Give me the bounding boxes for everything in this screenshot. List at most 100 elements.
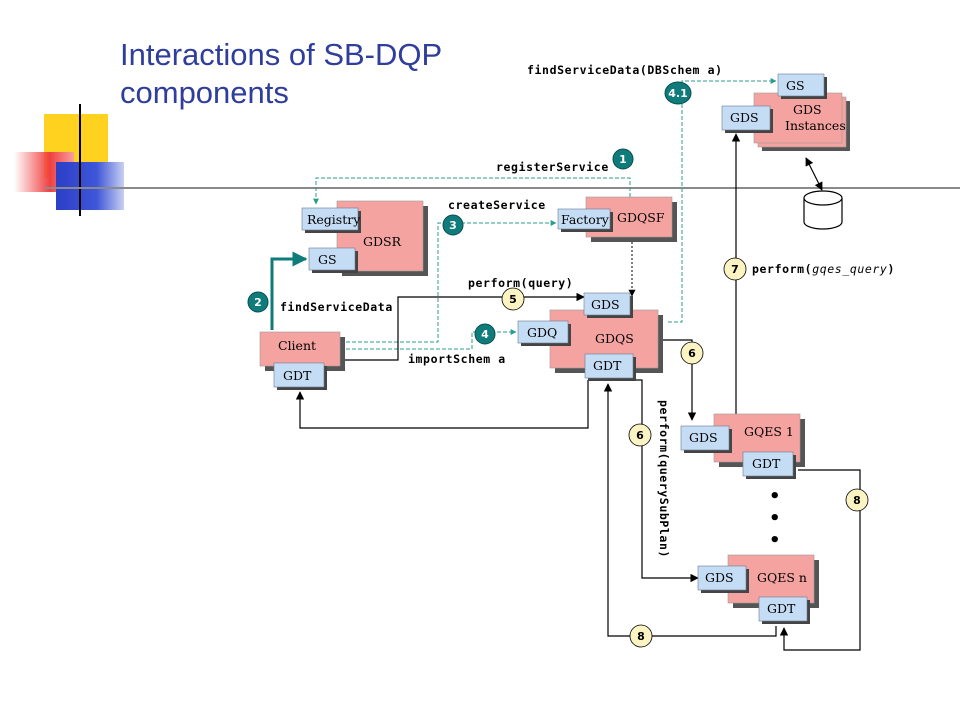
factory-body (557, 208, 611, 230)
step-badge-4: 4 (474, 323, 496, 345)
registry-label: Registry (307, 212, 361, 227)
gdqs-gdt-port: GDT (584, 353, 636, 381)
deco-vertical-line (79, 104, 81, 216)
label-register-service: registerService (496, 160, 609, 174)
line-find-service-data (270, 251, 308, 330)
label-perform-query: perform(query) (468, 276, 573, 290)
step-badge-2-label: 2 (254, 296, 262, 309)
gqesn-gds-port: GDS (697, 565, 749, 593)
database-icon (803, 190, 843, 230)
gdqs-gds-body (583, 292, 631, 316)
step-badge-5-label: 5 (509, 293, 517, 306)
client-body (259, 331, 341, 367)
gqesn-gdt-port: GDT (758, 596, 810, 624)
step-badge-5-circle (501, 287, 525, 311)
gdq-body (517, 320, 569, 344)
step-badge-2-circle (247, 291, 269, 313)
step-badge-4-1-circle (664, 81, 692, 105)
client-label: Client (278, 338, 316, 353)
step-badge-7: 7 (723, 257, 747, 281)
inst-gds-body (721, 105, 771, 131)
gdsr-gs-port: GS (308, 247, 358, 273)
gqesn-label: GQES n (757, 570, 807, 585)
step-badge-8a: 8 (845, 488, 869, 512)
step-badge-8b-circle (629, 624, 653, 648)
database-body (803, 198, 843, 230)
line-gqes1-gqesn (779, 469, 861, 651)
inst-gs-body (777, 73, 825, 97)
step-badge-8b-label: 8 (637, 630, 645, 643)
inst-gds-port: GDS (721, 105, 773, 133)
label-perform-gqes-arg: gqes_query (812, 262, 887, 276)
step-badge-4-label: 4 (481, 328, 489, 341)
slide-title-line-1: Interactions of SB-DQP (120, 37, 443, 72)
label-import-schema: importSchem a (408, 352, 506, 366)
client-gdt-port: GDT (273, 362, 327, 390)
step-badge-6b-circle (628, 423, 652, 447)
registry-body (301, 207, 359, 231)
step-badge-6b: 6 (628, 423, 652, 447)
step-badge-4-1-label: 4.1 (668, 87, 688, 100)
step-badge-6a-circle (680, 341, 704, 365)
gds-instances-label-2: Instances (785, 118, 846, 133)
gdq-label: GDQ (527, 325, 557, 340)
step-badge-3: 3 (442, 214, 464, 236)
database-top (803, 190, 843, 206)
gdqs-gds-port: GDS (583, 292, 633, 318)
line-gdqs-gqes1 (662, 339, 697, 421)
dot-3: • (769, 530, 781, 551)
step-badge-8a-circle (845, 488, 869, 512)
step-badge-4-circle (474, 323, 496, 345)
slide-title-line-2: components (120, 75, 289, 110)
label-create-service: createService (448, 198, 546, 212)
gqes1-gds-body (680, 425, 730, 451)
registry-port: Registry (301, 207, 361, 233)
gdqs-gdt-body (584, 353, 634, 379)
gqes1-gds-port: GDS (680, 425, 732, 453)
inst-gs-port: GS (777, 73, 827, 99)
gdqs-gdt-label: GDT (593, 358, 622, 373)
gqesn-gdt-body (758, 596, 808, 622)
gds-instances-box: GDS Instances (753, 92, 850, 151)
step-badge-1-label: 1 (619, 153, 627, 166)
client-gdt-label: GDT (283, 368, 312, 383)
gqesn-gds-label: GDS (705, 570, 734, 585)
line-perform-query (340, 292, 585, 361)
step-badge-7-circle (723, 257, 747, 281)
label-perform-sub-plan: perform(querySubPlan) (657, 400, 671, 558)
gdsr-gs-label: GS (318, 252, 337, 267)
label-find-service-data: findServiceData (280, 300, 393, 314)
step-badge-8a-label: 8 (853, 494, 861, 507)
line-return-client (295, 380, 589, 429)
step-badge-3-label: 3 (449, 219, 457, 232)
line-find-schema (668, 78, 777, 323)
step-badge-7-label: 7 (731, 263, 739, 276)
gdsr-label: GDSR (363, 234, 402, 249)
line-gqesn-gdqs (603, 383, 777, 637)
step-badge-6a-label: 6 (688, 347, 696, 360)
gds-instances-label-1: GDS (793, 102, 822, 117)
inst-gds-label: GDS (730, 110, 759, 125)
deco-blue-square (56, 162, 124, 210)
gdqsf-label: GDQSF (617, 210, 665, 225)
deco-horizontal-line (44, 187, 960, 189)
line-register-service (313, 177, 631, 205)
inst-gs-label: GS (786, 78, 805, 93)
step-badge-1-circle (612, 148, 634, 170)
line-create-service (340, 220, 557, 343)
step-badge-6a: 6 (680, 341, 704, 365)
dashed-connections (313, 78, 777, 350)
gdqs-label: GDQS (595, 331, 634, 346)
gqes1-label: GQES 1 (744, 424, 794, 439)
client-gdt-body (273, 362, 325, 388)
gdqs-gds-label: GDS (591, 297, 620, 312)
step-badge-5: 5 (501, 287, 525, 311)
dot-1: • (769, 486, 781, 507)
label-perform-gqes: perform(gqes_query) (752, 262, 895, 276)
step-badge-3-circle (442, 214, 464, 236)
gqes1-gdt-label: GDT (752, 456, 781, 471)
factory-label: Factory (561, 212, 610, 227)
gqes1-gdt-port: GDT (742, 451, 796, 479)
line-db-instances (805, 157, 823, 191)
